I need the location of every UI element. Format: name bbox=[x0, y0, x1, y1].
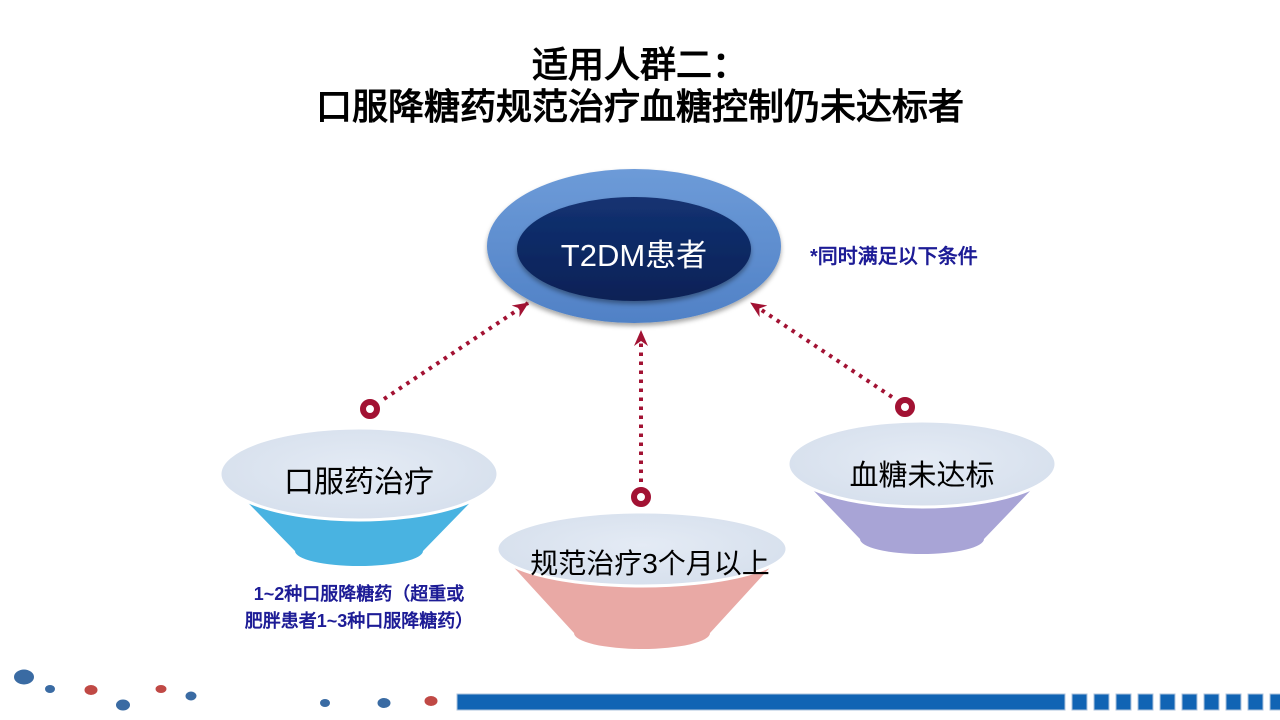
decor-dot bbox=[116, 699, 130, 711]
bowl-left-rim bbox=[218, 426, 500, 522]
slide-title-line2: 口服降糖药规范治疗血糖控制仍未达标者 bbox=[315, 86, 964, 127]
bowl-right-body bbox=[788, 464, 1056, 554]
bowl-left-caption: 1~2种口服降糖药（超重或 肥胖患者1~3种口服降糖药） bbox=[204, 581, 514, 635]
bowl-left-label: 口服药治疗 bbox=[284, 466, 434, 499]
decor-dot bbox=[185, 691, 197, 701]
footer-bar-dash bbox=[1093, 693, 1110, 711]
footer-bar-dash bbox=[1137, 693, 1154, 711]
bowl-left-caption-line2: 肥胖患者1~3种口服降糖药） bbox=[244, 611, 474, 631]
bowl-right-rim bbox=[786, 419, 1058, 509]
footer-bar bbox=[456, 693, 1066, 711]
slide-title-line1: 适用人群二： bbox=[531, 44, 748, 85]
footer-bar-dash bbox=[1181, 693, 1198, 711]
bowl-right-label: 血糖未达标 bbox=[849, 460, 995, 492]
condition-note: *同时满足以下条件 bbox=[810, 246, 978, 268]
decor-dot bbox=[14, 669, 34, 685]
arrow-left bbox=[382, 301, 530, 401]
connector-ring-right bbox=[895, 397, 915, 417]
connector-ring-middle bbox=[631, 487, 651, 507]
center-ellipse-inner bbox=[517, 197, 751, 301]
center-ellipse-label: T2DM患者 bbox=[560, 238, 708, 273]
footer-bar-group bbox=[456, 693, 1280, 711]
footer-bar-dash bbox=[1225, 693, 1242, 711]
footer-bar-dash bbox=[1115, 693, 1132, 711]
slide-title: 适用人群二： 口服降糖药规范治疗血糖控制仍未达标者 bbox=[0, 44, 1280, 128]
footer-bar-dash bbox=[1269, 693, 1280, 711]
decor-dot bbox=[45, 685, 55, 693]
decor-dot bbox=[320, 699, 330, 707]
arrow-right bbox=[749, 301, 894, 399]
footer-bar-dash bbox=[1247, 693, 1264, 711]
bowl-left-caption-line1: 1~2种口服降糖药（超重或 bbox=[253, 584, 465, 604]
decor-dot bbox=[84, 685, 98, 695]
decor-dot bbox=[155, 685, 167, 693]
connector-ring-left bbox=[360, 399, 380, 419]
footer-decor-dots bbox=[14, 669, 438, 711]
decor-dot bbox=[424, 696, 438, 706]
footer-bar-dash bbox=[1203, 693, 1220, 711]
bowl-middle-label: 规范治疗3个月以上 bbox=[530, 548, 770, 579]
footer-bar-dash bbox=[1071, 693, 1088, 711]
footer-bar-dash bbox=[1159, 693, 1176, 711]
decor-dot bbox=[377, 698, 391, 708]
bowl-middle-rim bbox=[495, 510, 789, 588]
bowl-middle-body bbox=[497, 549, 787, 649]
